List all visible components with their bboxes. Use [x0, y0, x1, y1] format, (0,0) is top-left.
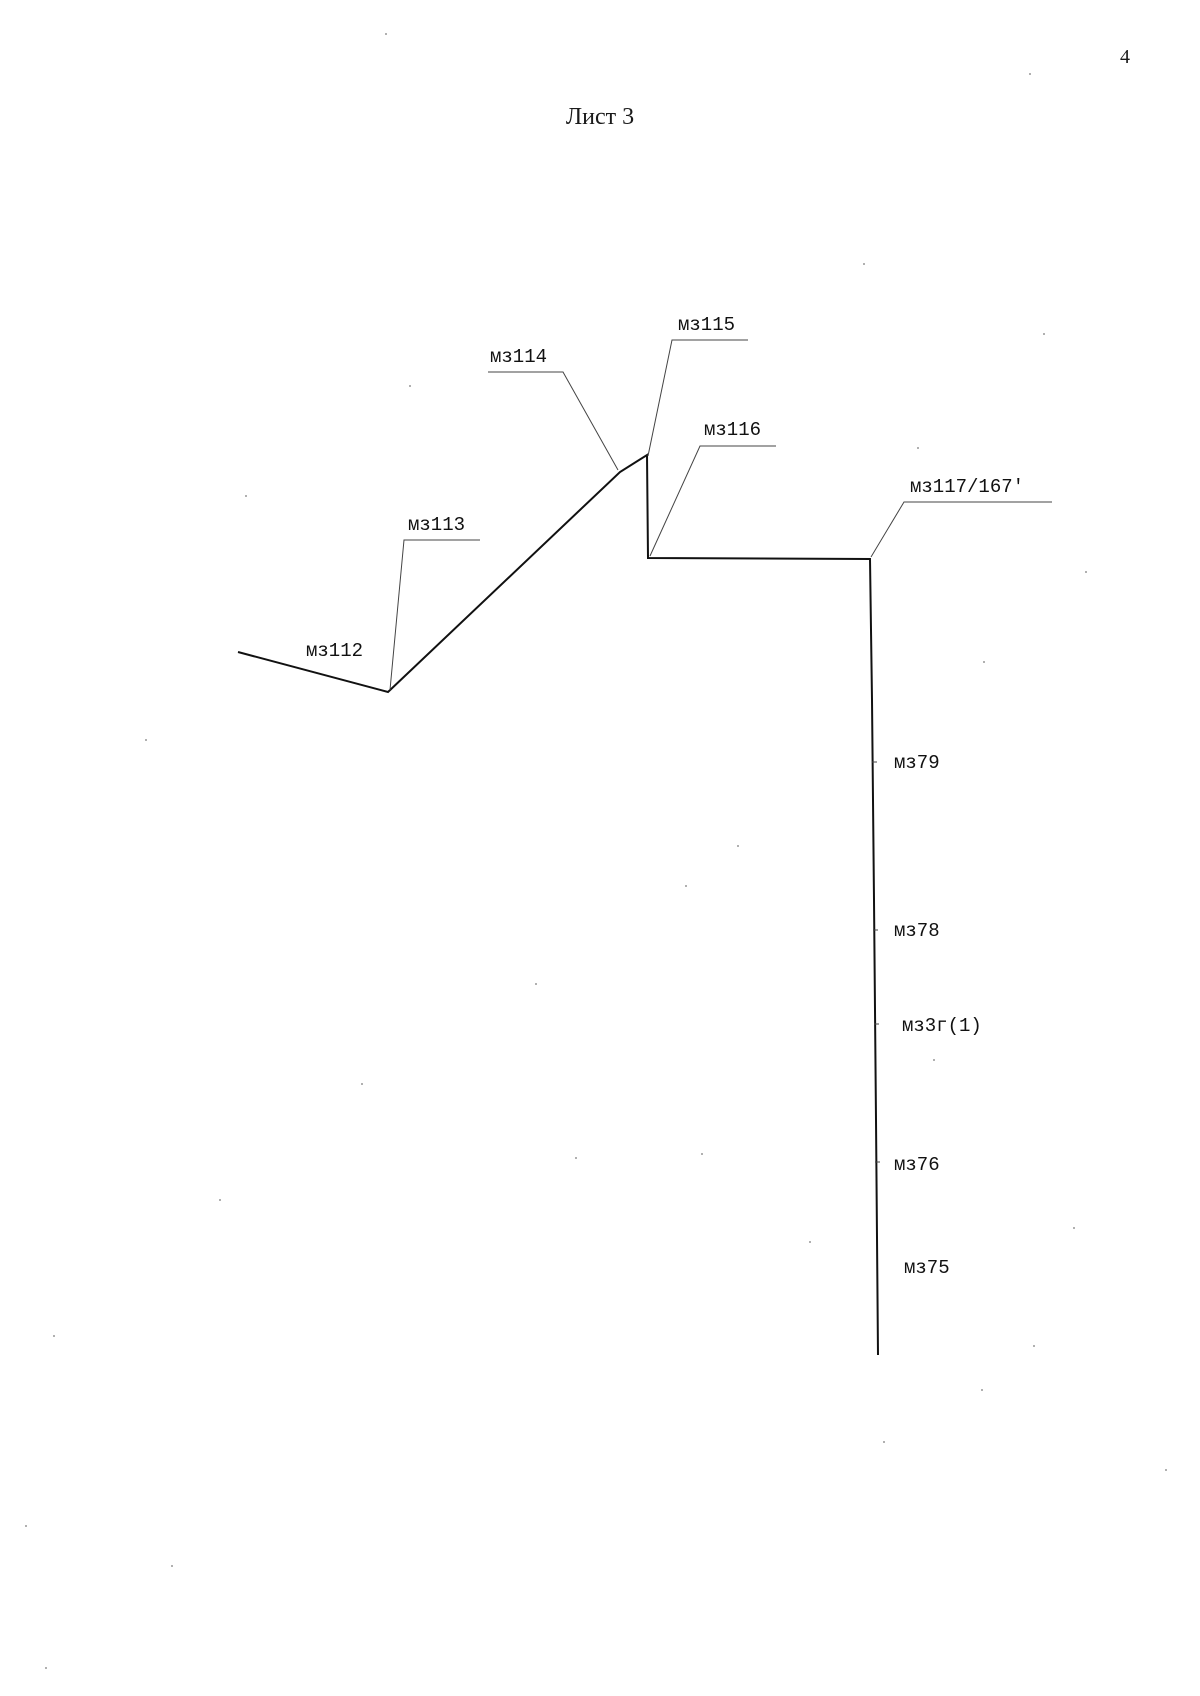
label-mz76: мз76: [894, 1154, 940, 1176]
page-number: 4: [1120, 46, 1130, 68]
label-mz3g-1: мз3г(1): [902, 1015, 982, 1037]
label-mz112: мз112: [306, 640, 363, 662]
route-line: [237, 453, 879, 1356]
label-mz75: мз75: [904, 1257, 950, 1279]
leader-mz114: [488, 371, 619, 471]
label-mz78: мз78: [894, 920, 940, 942]
sheet-title: Лист 3: [565, 104, 635, 130]
label-mz79: мз79: [894, 752, 940, 774]
label-mz117-167: мз117/167': [910, 476, 1024, 498]
leader-mz116: [649, 445, 776, 557]
scan-specks: [25, 33, 1167, 1669]
label-mz116: мз116: [704, 419, 761, 441]
label-mz114: мз114: [490, 346, 547, 368]
label-mz113: мз113: [408, 514, 465, 536]
label-mz115: мз115: [678, 314, 735, 336]
leader-mz115: [647, 339, 748, 457]
leader-mz117: [870, 501, 1052, 558]
leader-mz113: [389, 539, 480, 691]
